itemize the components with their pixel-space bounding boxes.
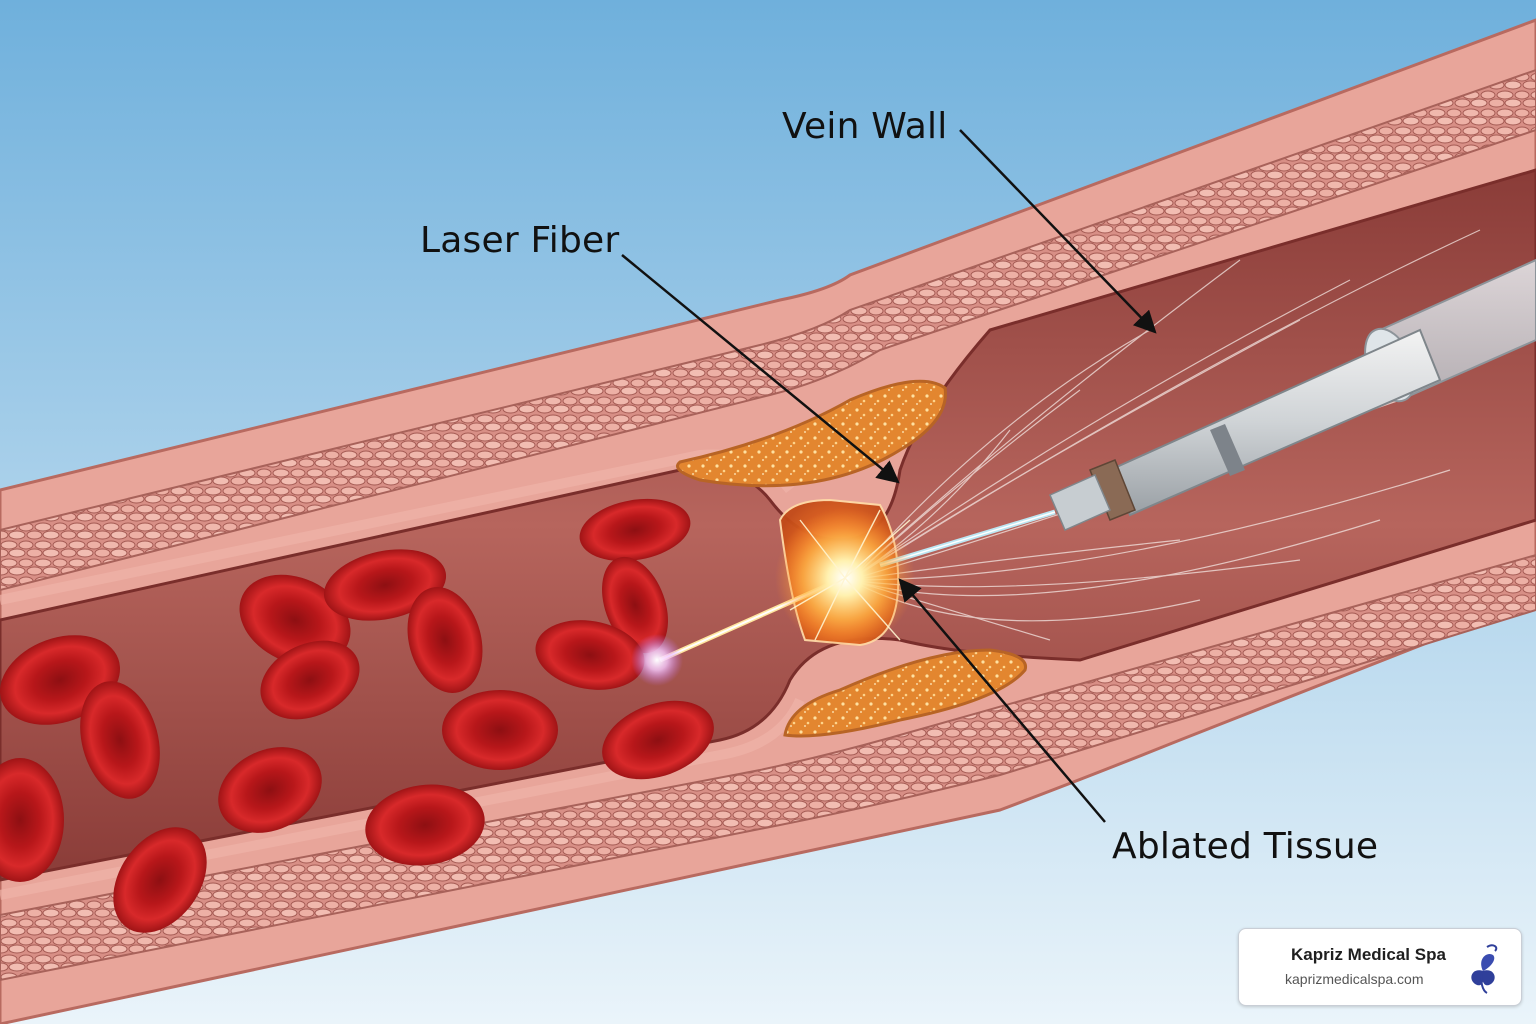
- fiber-tip-glow: [631, 634, 683, 686]
- brand-card: Kapriz Medical Spa kaprizmedicalspa.com: [1238, 928, 1522, 1006]
- brand-name: Kapriz Medical Spa: [1291, 945, 1446, 964]
- red-blood-cells: [0, 498, 714, 933]
- laser-catheter: [879, 328, 1442, 568]
- vein-lumen: [0, 168, 1536, 882]
- ablated-band-lower: [783, 648, 1028, 738]
- vein-wall-cell-layer-lower: [0, 553, 1536, 982]
- ablated-tissue-pointer: [898, 578, 1106, 823]
- ablated-tissue-label: Ablated Tissue: [1112, 826, 1379, 867]
- vein-wall-label: Vein Wall: [782, 106, 948, 147]
- brand-url[interactable]: kaprizmedicalspa.com: [1285, 971, 1424, 987]
- flower-logo-icon: [1471, 944, 1498, 994]
- ablated-band-upper: [676, 379, 947, 488]
- vein-wall-cell-layer-upper: [0, 68, 1536, 592]
- vein-wall-pointer: [959, 129, 1157, 334]
- laser-fiber-label: Laser Fiber: [420, 220, 620, 261]
- laser-fiber-pointer: [621, 254, 900, 484]
